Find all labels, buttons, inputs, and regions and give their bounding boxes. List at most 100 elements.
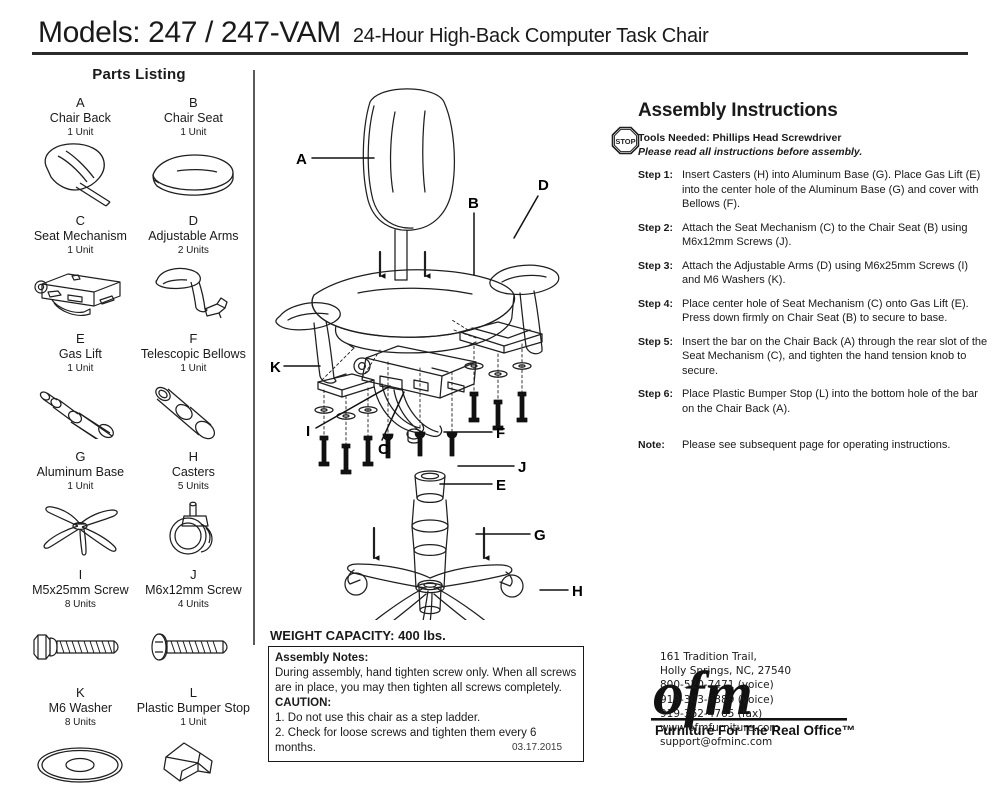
step-text: Attach the Seat Mechanism (C) to the Cha… (682, 221, 968, 249)
bumper-stop-icon (137, 729, 250, 801)
seat-mechanism-icon (28, 257, 133, 329)
page-header: Models: 247 / 247-VAM 24-Hour High-Back … (38, 16, 968, 50)
callout-f: F (496, 425, 505, 442)
page-subtitle: 24-Hour High-Back Computer Task Chair (352, 25, 709, 47)
step-text: Place center hole of Seat Mechanism (C) … (682, 297, 969, 325)
part-qty: 8 Units (64, 717, 96, 728)
part-letter: C (75, 213, 86, 228)
part-qty: 8 Units (64, 599, 96, 610)
tools-needed-block: Tools Needed: Phillips Head Screwdriver … (638, 131, 988, 159)
step-label: Step 4: (638, 297, 674, 310)
hex-screw-icon (28, 611, 133, 683)
bellows-icon (137, 375, 250, 447)
part-item-h: H Casters 5 Units (137, 449, 250, 565)
caster-icon (137, 493, 250, 565)
contact-line: Holly Springs, NC, 27540 (660, 665, 791, 678)
callout-a: A (296, 151, 307, 168)
part-qty: 5 Units (177, 481, 209, 492)
caution-item-2: 2. Check for loose screws and tighten th… (275, 727, 537, 754)
part-name: Plastic Bumper Stop (136, 701, 250, 715)
part-item-f: F Telescopic Bellows 1 Unit (137, 331, 250, 447)
part-name: Gas Lift (58, 347, 102, 361)
part-qty: 4 Units (177, 599, 209, 610)
part-item-a: A Chair Back 1 Unit (28, 95, 133, 211)
contact-line: 800-520-7471 (voice) (660, 679, 774, 692)
part-name: Casters (171, 465, 215, 479)
caution-heading: CAUTION: (275, 697, 332, 709)
assembly-instructions-heading: Assembly Instructions (638, 100, 838, 121)
part-letter: D (188, 213, 199, 228)
exploded-assembly-diagram: A B C D E F G H I J K (262, 80, 602, 689)
part-name: M6 Washer (48, 701, 113, 715)
washer-icon (28, 729, 133, 801)
part-qty: 1 Unit (180, 717, 207, 728)
step-label: Step 6: (638, 388, 674, 400)
part-qty: 1 Unit (180, 363, 207, 374)
part-name: M6x12mm Screw (145, 583, 242, 597)
callout-d: D (538, 177, 549, 194)
tools-needed-text: Tools Needed: Phillips Head Screwdriver (638, 132, 842, 144)
part-name: Adjustable Arms (148, 229, 239, 243)
aluminum-base-icon (28, 493, 133, 565)
part-item-b: B Chair Seat 1 Unit (137, 95, 250, 211)
step-row-2: Step 2: Attach the Seat Mechanism (C) to… (638, 221, 988, 250)
svg-text:STOP: STOP (615, 137, 635, 146)
part-letter: L (189, 685, 197, 700)
step-row-1: Step 1: Insert Casters (H) into Aluminum… (638, 168, 988, 212)
part-item-c: C Seat Mechanism 1 Unit (28, 213, 133, 329)
note-text: Please see subsequent page for operating… (682, 439, 951, 451)
part-item-k: K M6 Washer 8 Units (28, 685, 133, 801)
part-letter: E (76, 331, 85, 346)
assembly-notes-body: During assembly, hand tighten screw only… (275, 667, 577, 694)
contact-line: 161 Tradition Trail, (660, 651, 757, 663)
website-link[interactable]: www.ofmfurniture.com (660, 722, 780, 735)
step-text: Place Plastic Bumper Stop (L) into the b… (682, 388, 978, 415)
part-name: Chair Seat (163, 111, 223, 125)
parts-grid: A Chair Back 1 Unit B Chair (28, 95, 250, 801)
contact-line: 919-362-4765 (fax) (660, 707, 763, 720)
weight-capacity-text: WEIGHT CAPACITY: 400 lbs. (270, 628, 446, 643)
part-item-g: G Aluminum Base 1 Unit (28, 449, 133, 565)
step-text: Insert Casters (H) into Aluminum Base (G… (682, 169, 981, 210)
part-name: Aluminum Base (36, 465, 125, 479)
part-letter: F (189, 331, 198, 346)
part-letter: B (189, 95, 198, 110)
part-qty: 1 Unit (67, 245, 94, 256)
pan-screw-icon (137, 611, 250, 683)
part-letter: K (76, 685, 85, 700)
part-name: Telescopic Bellows (140, 347, 246, 361)
callout-b: B (468, 195, 479, 212)
parts-listing-heading: Parts Listing (92, 66, 186, 83)
part-qty: 2 Units (177, 245, 209, 256)
part-letter: A (76, 95, 85, 110)
chair-back-icon (28, 139, 133, 211)
part-letter: H (188, 449, 199, 464)
part-letter: I (78, 567, 83, 582)
step-row-6: Step 6: Place Plastic Bumper Stop (L) in… (638, 387, 988, 416)
caution-item-1: 1. Do not use this chair as a step ladde… (275, 712, 481, 724)
part-qty: 1 Unit (67, 481, 94, 492)
step-label: Step 3: (638, 259, 674, 272)
part-qty: 1 Unit (67, 363, 94, 374)
callout-e: E (496, 477, 506, 494)
part-qty: 1 Unit (180, 127, 207, 138)
part-name: Chair Back (49, 111, 111, 125)
step-label: Step 2: (638, 221, 674, 234)
stop-sign-icon: STOP (611, 126, 640, 155)
callout-c: C (378, 441, 389, 458)
part-letter: J (190, 567, 197, 582)
step-label: Step 1: (638, 169, 674, 181)
callout-h: H (572, 583, 583, 600)
callout-g: G (534, 527, 546, 544)
part-item-i: I M5x25mm Screw 8 Units (28, 567, 133, 683)
read-all-instructions-text: Please read all instructions before asse… (638, 146, 863, 158)
part-item-j: J M6x12mm Screw 4 Units (137, 567, 250, 683)
assembly-notes-box: Assembly Notes: During assembly, hand ti… (268, 646, 584, 762)
page-title: Models: 247 / 247-VAM (38, 16, 341, 49)
step-label: Step 5: (638, 335, 674, 348)
support-email-link[interactable]: support@ofminc.com (660, 736, 773, 749)
step-text: Attach the Adjustable Arms (D) using M6x… (682, 259, 969, 287)
ofm-wordmark: ofm (653, 660, 753, 728)
step-row-4: Step 4: Place center hole of Seat Mechan… (638, 297, 988, 326)
part-item-d: D Adjustable Arms 2 Units (137, 213, 250, 329)
